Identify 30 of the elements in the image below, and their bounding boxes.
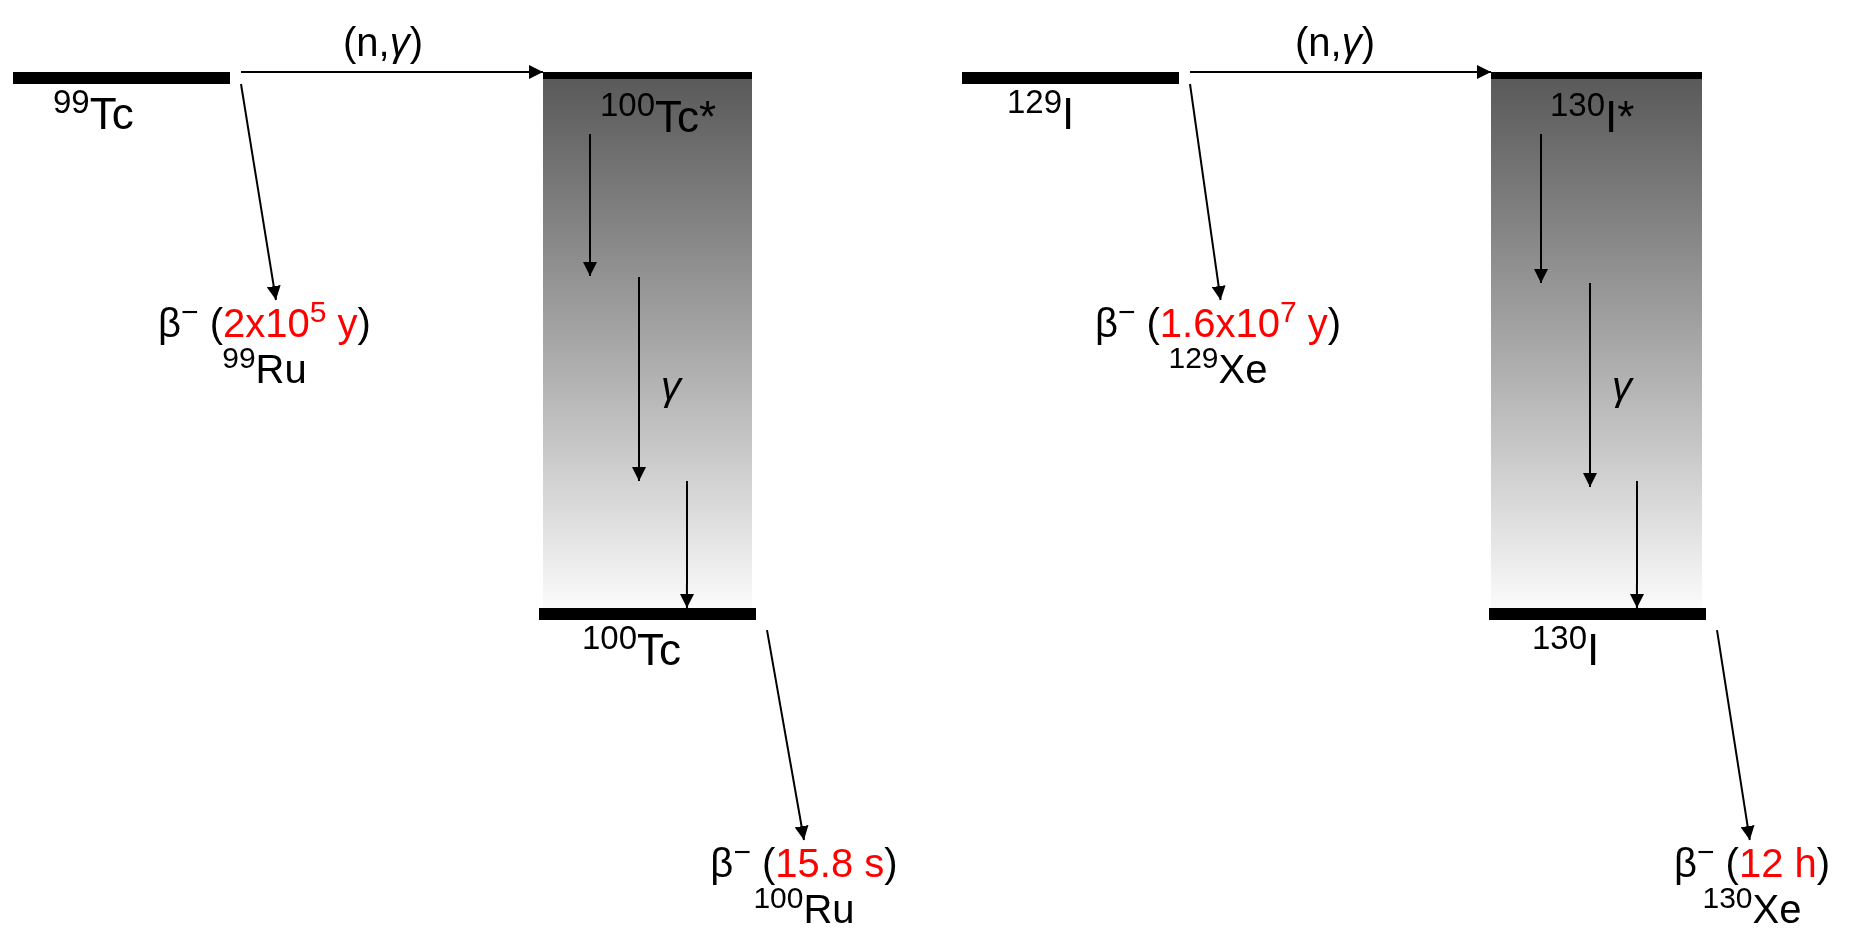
arrow: [1630, 480, 1644, 609]
arrow: [1189, 83, 1226, 301]
arrow: [240, 83, 281, 301]
nuclide-label: $^{129}$I: [1007, 92, 1075, 136]
nuclide-label: $^{99}$Tc: [53, 92, 134, 136]
arrow: [1716, 629, 1755, 841]
gamma-label: γ: [661, 366, 681, 406]
edge-label: (n,γ): [1295, 22, 1375, 62]
gamma-label: γ: [1612, 366, 1632, 406]
nuclide-label: $^{130}$I: [1532, 628, 1600, 672]
product-nuclide: $^{99}$Ru: [222, 346, 307, 392]
nuclide-label: $^{100}$Tc: [582, 628, 682, 672]
product-nuclide: $^{129}$Xe: [1168, 346, 1268, 392]
arrow: [583, 133, 597, 277]
arrow: [766, 629, 809, 841]
arrow: [680, 480, 694, 609]
arrow: [1534, 133, 1548, 284]
arrow: [1189, 65, 1492, 79]
nuclide-label: $^{130}$I*: [1550, 95, 1635, 139]
decay-label: β$^{−}$ (12 h): [1673, 840, 1831, 886]
nuclide-label: $^{100}$Tc*: [600, 95, 717, 139]
decay-label: β$^{−}$ (2x10$^{5}$ y): [158, 300, 371, 346]
arrow: [240, 65, 544, 79]
edge-label: (n,γ): [343, 22, 423, 62]
product-nuclide: $^{130}$Xe: [1702, 886, 1802, 932]
decay-label: β$^{−}$ (15.8 s): [710, 840, 898, 886]
decay-label: β$^{−}$ (1.6x10$^{7}$ y): [1094, 300, 1342, 346]
product-nuclide: $^{100}$Ru: [753, 886, 855, 932]
excited-state-level: [1491, 72, 1702, 134]
excited-state-level: [543, 72, 752, 134]
